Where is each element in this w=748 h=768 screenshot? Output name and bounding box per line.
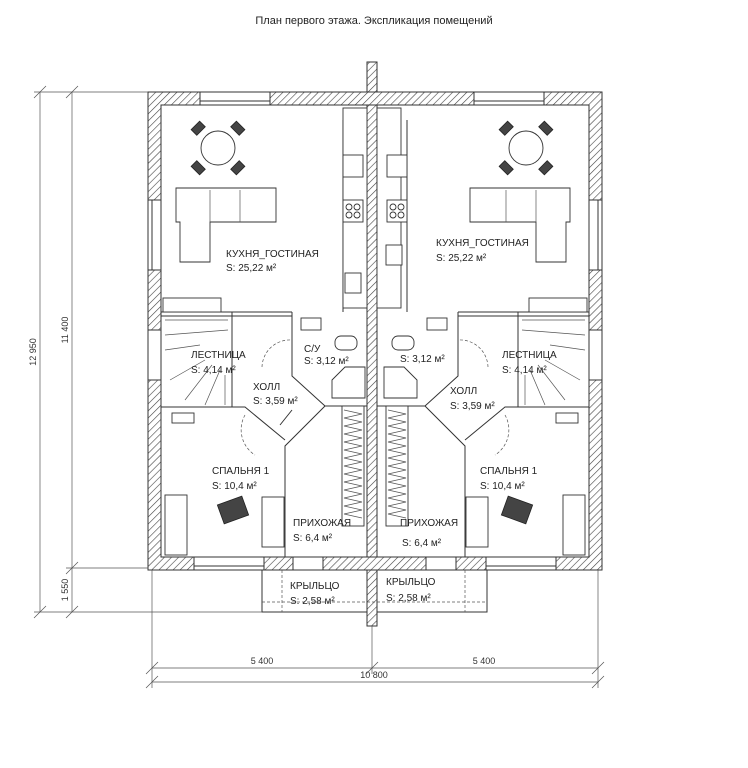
porch-label: КРЫЛЬЦО xyxy=(386,577,436,588)
stairs xyxy=(164,319,586,406)
room-labels-right: КУХНЯ_ГОСТИНАЯ S: 25,22 м² S: 3,12 м² ЛЕ… xyxy=(386,238,557,604)
windows xyxy=(147,91,603,571)
wardrobes xyxy=(164,405,586,556)
party-wall-bottom xyxy=(366,567,378,627)
porch-area: S: 2,58 м² xyxy=(290,596,335,607)
bedroom-area: S: 10,4 м² xyxy=(480,481,525,492)
dim-total-width: 10 800 xyxy=(360,670,388,680)
dining-table-left xyxy=(190,120,246,176)
bedroom-furniture xyxy=(171,412,579,525)
entry-area: S: 6,4 м² xyxy=(293,533,333,544)
bathroom-area: S: 3,12 м² xyxy=(304,356,349,367)
kitchen-area: S: 25,22 м² xyxy=(226,263,277,274)
bedroom-label: СПАЛЬНЯ 1 xyxy=(212,466,270,477)
bathroom-area: S: 3,12 м² xyxy=(400,354,445,365)
bathroom-label: С/У xyxy=(304,344,321,355)
hall-label: ХОЛЛ xyxy=(450,386,477,397)
party-wall-top xyxy=(366,61,378,95)
dim-half-width-left: 5 400 xyxy=(251,656,274,666)
sofas xyxy=(162,187,588,313)
kitchen-label: КУХНЯ_ГОСТИНАЯ xyxy=(436,238,529,249)
bathroom-fixtures xyxy=(300,317,448,399)
entry-label: ПРИХОЖАЯ xyxy=(293,518,351,529)
outer-walls xyxy=(147,91,603,571)
dim-house-height: 11 400 xyxy=(60,317,70,344)
room-labels-left: КУХНЯ_ГОСТИНАЯ S: 25,22 м² С/У S: 3,12 м… xyxy=(191,249,351,607)
porch-area: S: 2,58 м² xyxy=(386,593,431,604)
dimension-lines xyxy=(33,85,605,689)
dim-total-height: 12 950 xyxy=(28,338,38,366)
kitchen-counters xyxy=(342,107,408,309)
dim-half-width-right: 5 400 xyxy=(473,656,496,666)
hall-label: ХОЛЛ xyxy=(253,382,280,393)
dining-table-right xyxy=(498,120,554,176)
hall-area: S: 3,59 м² xyxy=(450,401,495,412)
kitchen-area: S: 25,22 м² xyxy=(436,253,487,264)
stairs-area: S: 4,14 м² xyxy=(502,365,547,376)
kitchen-label: КУХНЯ_ГОСТИНАЯ xyxy=(226,249,319,260)
porch-label: КРЫЛЬЦО xyxy=(290,581,340,592)
bedroom-label: СПАЛЬНЯ 1 xyxy=(480,466,538,477)
hall-area: S: 3,59 м² xyxy=(253,396,298,407)
stairs-area: S: 4,14 м² xyxy=(191,365,236,376)
bedroom-area: S: 10,4 м² xyxy=(212,481,257,492)
plan-title: План первого этажа. Экспликация помещени… xyxy=(255,15,492,27)
door-swings xyxy=(240,339,510,456)
porch xyxy=(261,569,488,613)
stairs-label: ЛЕСТНИЦА xyxy=(502,350,557,361)
dim-porch-depth: 1 550 xyxy=(60,579,70,602)
entry-area: S: 6,4 м² xyxy=(402,538,442,549)
entry-label: ПРИХОЖАЯ xyxy=(400,518,458,529)
stairs-label: ЛЕСТНИЦА xyxy=(191,350,246,361)
